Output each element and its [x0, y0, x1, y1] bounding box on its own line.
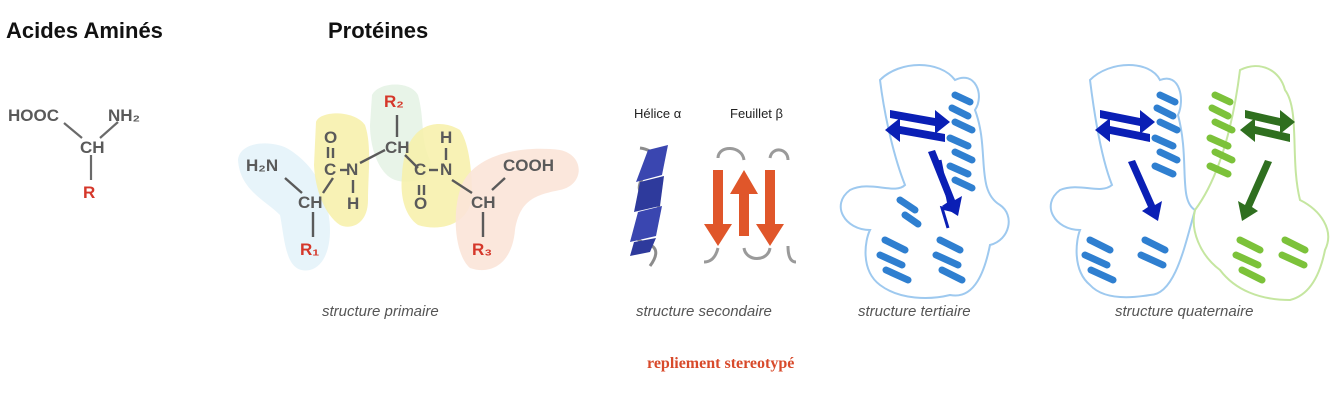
beta-sheet-graphic: [703, 147, 797, 264]
primary-bonds: [284, 115, 506, 237]
pep-r1: R₁: [300, 240, 320, 259]
folding-label: repliement stereotypé: [647, 355, 795, 372]
aa-nh2: NH₂: [108, 106, 141, 125]
pep-n-1: N: [346, 160, 359, 179]
pep-ch-3: CH: [471, 193, 496, 212]
caption-tertiary: structure tertiaire: [858, 303, 971, 320]
pep-o-2: O: [414, 194, 428, 213]
aa-r-group: R: [83, 183, 96, 202]
pep-r3: R₃: [472, 240, 493, 259]
pep-r2: R₂: [384, 92, 404, 111]
tertiary-structure-graphic: [839, 64, 1010, 299]
heading-amino-acids: Acides Aminés: [6, 18, 163, 43]
blob-residue-3: [455, 148, 579, 271]
label-beta-sheet: Feuillet β: [730, 106, 783, 121]
pep-ch-2: CH: [385, 138, 410, 157]
caption-primary: structure primaire: [322, 303, 439, 320]
blob-peptide-2: [401, 124, 472, 228]
label-alpha-helix: Hélice α: [634, 106, 682, 121]
pep-h-2: H: [440, 128, 453, 147]
aa-ch: CH: [80, 138, 105, 157]
pep-ch-1: CH: [298, 193, 323, 212]
pep-c-1: C: [324, 160, 337, 179]
pep-n-2: N: [440, 160, 453, 179]
pep-o-1: O: [324, 128, 338, 147]
alpha-helix-graphic: [630, 145, 668, 267]
quaternary-structure-graphic: [1049, 64, 1330, 302]
pep-cooh: COOH: [503, 156, 554, 175]
blob-residue-1: [238, 143, 330, 271]
amino-acid-bonds: [63, 121, 119, 180]
caption-secondary: structure secondaire: [636, 303, 772, 320]
pep-h2n: H₂N: [246, 156, 279, 175]
heading-proteins: Protéines: [328, 18, 429, 43]
pep-c-2: C: [414, 160, 427, 179]
aa-cooh: HOOC: [8, 106, 59, 125]
caption-quaternary: structure quaternaire: [1115, 303, 1254, 320]
pep-h-1: H: [347, 194, 360, 213]
